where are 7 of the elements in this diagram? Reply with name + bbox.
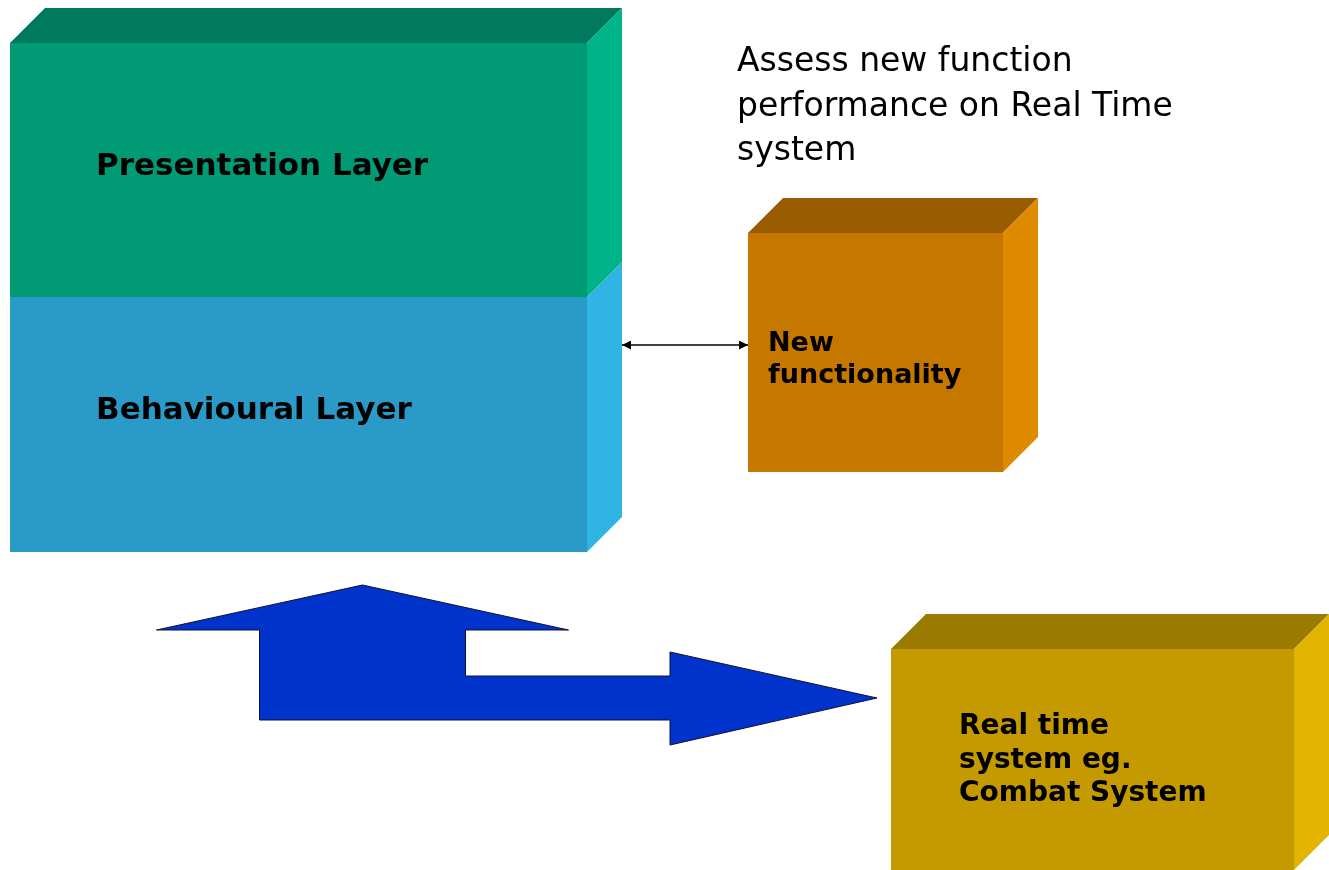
note-text: Assess new function performance on Real Time system (737, 39, 1174, 171)
box-label: Real time system eg. Combat System (959, 708, 1208, 809)
box-label: Presentation Layer (96, 146, 430, 184)
double-arrow (621, 340, 749, 350)
block-arrow (156, 584, 878, 746)
box-label: New functionality (768, 326, 963, 391)
box-label: Behavioural Layer (96, 390, 413, 428)
